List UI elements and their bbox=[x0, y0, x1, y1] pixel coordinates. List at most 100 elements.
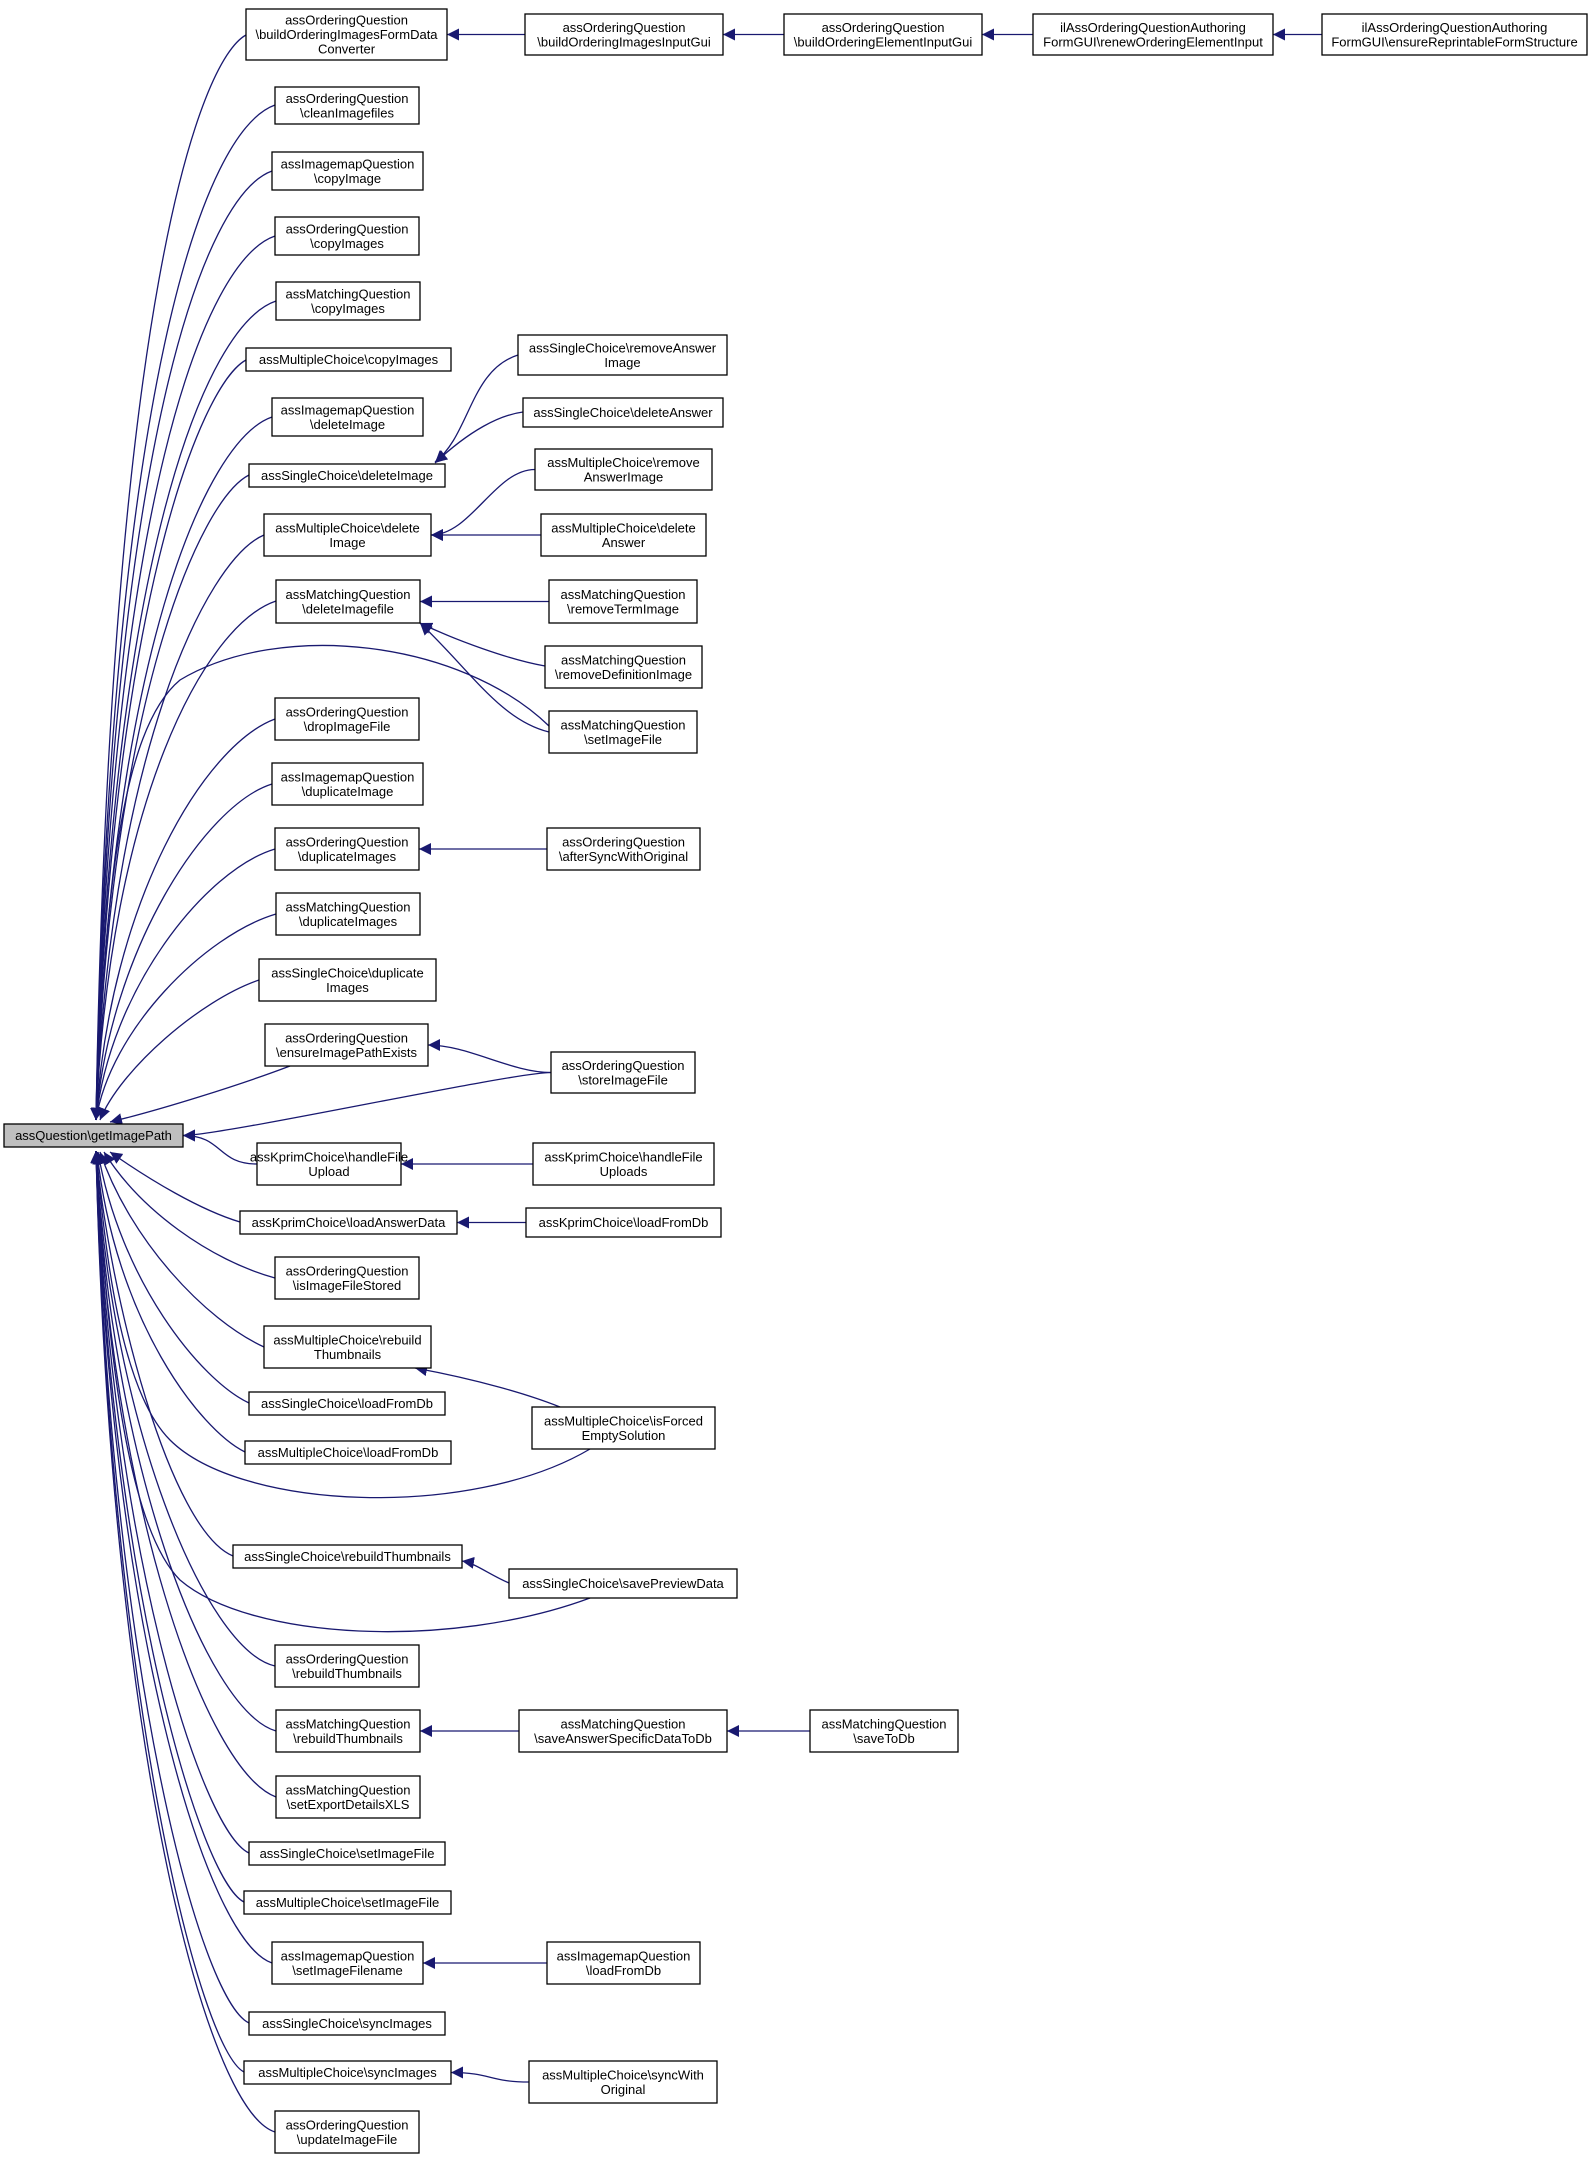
node-label: assOrderingQuestion bbox=[285, 13, 408, 28]
node-label: assSingleChoice\syncImages bbox=[262, 2016, 432, 2031]
node-oq_build_conv[interactable]: assOrderingQuestion\buildOrderingImagesF… bbox=[245, 8, 448, 61]
node-label: \duplicateImages bbox=[299, 914, 398, 929]
node-mc_setfile[interactable]: assMultipleChoice\setImageFile bbox=[243, 1890, 452, 1915]
node-mq_remterm[interactable]: assMatchingQuestion\removeTermImage bbox=[548, 579, 698, 624]
node-label: assSingleChoice\removeAnswer bbox=[529, 340, 717, 355]
node-imq_copy[interactable]: assImagemapQuestion\copyImage bbox=[271, 151, 424, 191]
node-box bbox=[508, 1568, 738, 1599]
node-oq_clean[interactable]: assOrderingQuestion\cleanImagefiles bbox=[274, 86, 420, 125]
node-box bbox=[271, 151, 424, 191]
node-box bbox=[271, 397, 424, 437]
node-mq_delfile[interactable]: assMatchingQuestion\deleteImagefile bbox=[275, 579, 421, 624]
node-label: assKprimChoice\loadFromDb bbox=[539, 1215, 709, 1230]
node-label: assOrderingQuestion bbox=[286, 834, 409, 849]
node-sc_dup[interactable]: assSingleChoice\duplicateImages bbox=[258, 958, 437, 1002]
node-sc_sync[interactable]: assSingleChoice\syncImages bbox=[248, 2011, 446, 2036]
node-mq_export[interactable]: assMatchingQuestion\setExportDetailsXLS bbox=[275, 1775, 421, 1819]
node-mc_sync[interactable]: assMultipleChoice\syncImages bbox=[243, 2060, 452, 2085]
node-mq_remdef[interactable]: assMatchingQuestion\removeDefinitionImag… bbox=[544, 645, 703, 689]
node-box bbox=[548, 579, 698, 624]
node-label: assSingleChoice\loadFromDb bbox=[261, 1396, 433, 1411]
node-box bbox=[248, 1391, 446, 1416]
node-sc_load[interactable]: assSingleChoice\loadFromDb bbox=[248, 1391, 446, 1416]
node-oq_buildinput[interactable]: assOrderingQuestion\buildOrderingImagesI… bbox=[524, 13, 724, 56]
node-oq_dup[interactable]: assOrderingQuestion\duplicateImages bbox=[274, 827, 420, 871]
node-label: assKprimChoice\loadAnswerData bbox=[252, 1215, 446, 1230]
node-oq_store[interactable]: assOrderingQuestion\storeImageFile bbox=[550, 1051, 696, 1094]
node-root[interactable]: assQuestion\getImagePath bbox=[3, 1123, 184, 1148]
node-label: assOrderingQuestion bbox=[286, 1263, 409, 1278]
node-mc_load[interactable]: assMultipleChoice\loadFromDb bbox=[244, 1440, 452, 1465]
node-label: assOrderingQuestion bbox=[286, 221, 409, 236]
node-mq_setfile[interactable]: assMatchingQuestion\setImageFile bbox=[548, 710, 698, 754]
node-label: Uploads bbox=[600, 1164, 648, 1179]
node-mq_rebuild[interactable]: assMatchingQuestion\rebuildThumbnails bbox=[275, 1709, 421, 1753]
node-label: Answer bbox=[602, 535, 646, 550]
node-oq_rebuild[interactable]: assOrderingQuestion\rebuildThumbnails bbox=[274, 1644, 420, 1688]
node-label: \setImageFile bbox=[584, 732, 662, 747]
edge-mq_dup-to-root bbox=[91, 913, 277, 1121]
node-imq_setfn[interactable]: assImagemapQuestion\setImageFilename bbox=[271, 1941, 424, 1985]
edge-mq_setfile-to-mq_delfile bbox=[419, 622, 550, 733]
node-sc_delans[interactable]: assSingleChoice\deleteAnswer bbox=[522, 397, 724, 428]
node-oq_buildelem[interactable]: assOrderingQuestion\buildOrderingElement… bbox=[783, 13, 983, 56]
node-oq_ensure[interactable]: assOrderingQuestion\ensureImagePathExist… bbox=[264, 1023, 429, 1067]
node-sc_delete[interactable]: assSingleChoice\deleteImage bbox=[248, 463, 446, 488]
node-imq_delete[interactable]: assImagemapQuestion\deleteImage bbox=[271, 397, 424, 437]
node-imq_dup[interactable]: assImagemapQuestion\duplicateImage bbox=[271, 762, 424, 806]
node-label: assImagemapQuestion bbox=[281, 402, 415, 417]
node-box bbox=[248, 2011, 446, 2036]
node-mq_saveans[interactable]: assMatchingQuestion\saveAnswerSpecificDa… bbox=[518, 1709, 728, 1753]
node-kp_load[interactable]: assKprimChoice\loadFromDb bbox=[525, 1207, 722, 1238]
node-label: assSingleChoice\deleteImage bbox=[261, 468, 433, 483]
node-imq_load[interactable]: assImagemapQuestion\loadFromDb bbox=[546, 1941, 701, 1985]
edge-mq_copyimgs-to-root bbox=[90, 300, 277, 1121]
edge-oq_dup-to-root bbox=[91, 848, 276, 1121]
node-mq_save[interactable]: assMatchingQuestion\saveToDb bbox=[809, 1709, 959, 1753]
edge-imq_dup-to-root bbox=[91, 783, 273, 1121]
node-label: AnswerImage bbox=[584, 469, 663, 484]
node-mq_copyimgs[interactable]: assMatchingQuestion\copyImages bbox=[275, 281, 421, 321]
node-il_renew[interactable]: ilAssOrderingQuestionAuthoringFormGUI\re… bbox=[1032, 13, 1274, 56]
node-oq_isstored[interactable]: assOrderingQuestion\isImageFileStored bbox=[274, 1256, 420, 1300]
node-box bbox=[534, 448, 713, 491]
node-kp_loadans[interactable]: assKprimChoice\loadAnswerData bbox=[239, 1210, 458, 1235]
node-oq_drop[interactable]: assOrderingQuestion\dropImageFile bbox=[274, 697, 420, 741]
node-box bbox=[3, 1123, 184, 1148]
node-oq_copyimgs[interactable]: assOrderingQuestion\copyImages bbox=[274, 216, 420, 256]
node-label: Images bbox=[326, 980, 369, 995]
node-oq_aftersync[interactable]: assOrderingQuestion\afterSyncWithOrigina… bbox=[546, 827, 701, 871]
node-label: FormGUI\renewOrderingElementInput bbox=[1043, 34, 1263, 49]
node-mc_copyimgs[interactable]: assMultipleChoice\copyImages bbox=[245, 347, 452, 372]
node-sc_rebuild[interactable]: assSingleChoice\rebuildThumbnails bbox=[232, 1544, 463, 1569]
node-sc_preview[interactable]: assSingleChoice\savePreviewData bbox=[508, 1568, 738, 1599]
node-mc_delete[interactable]: assMultipleChoice\deleteImage bbox=[263, 513, 432, 557]
edge-oq_build_conv-to-root bbox=[90, 34, 247, 1121]
node-label: \duplicateImages bbox=[298, 849, 397, 864]
node-label: \buildOrderingImagesFormData bbox=[255, 27, 438, 42]
node-mc_delans[interactable]: assMultipleChoice\deleteAnswer bbox=[540, 513, 707, 557]
node-mq_dup[interactable]: assMatchingQuestion\duplicateImages bbox=[275, 892, 421, 936]
node-box bbox=[524, 13, 724, 56]
node-label: assMultipleChoice\setImageFile bbox=[256, 1895, 440, 1910]
node-box bbox=[274, 2110, 420, 2154]
edge-oq_clean-to-root bbox=[90, 104, 276, 1121]
edge-mq_rebuild-to-root bbox=[90, 1150, 277, 1732]
node-label: assMultipleChoice\delete bbox=[275, 520, 420, 535]
node-label: assMultipleChoice\isForced bbox=[544, 1413, 703, 1428]
node-box bbox=[550, 1051, 696, 1094]
node-mc_rebuild[interactable]: assMultipleChoice\rebuildThumbnails bbox=[263, 1325, 432, 1369]
edge-mc_setfile-to-root bbox=[90, 1150, 245, 1903]
node-sc_setfile[interactable]: assSingleChoice\setImageFile bbox=[248, 1841, 446, 1866]
edge-sc_delete-to-root bbox=[90, 474, 250, 1121]
node-box bbox=[518, 1709, 728, 1753]
node-oq_update[interactable]: assOrderingQuestion\updateImageFile bbox=[274, 2110, 420, 2154]
node-label: \ensureImagePathExists bbox=[276, 1045, 417, 1060]
node-il_ensure[interactable]: ilAssOrderingQuestionAuthoringFormGUI\en… bbox=[1321, 13, 1588, 56]
